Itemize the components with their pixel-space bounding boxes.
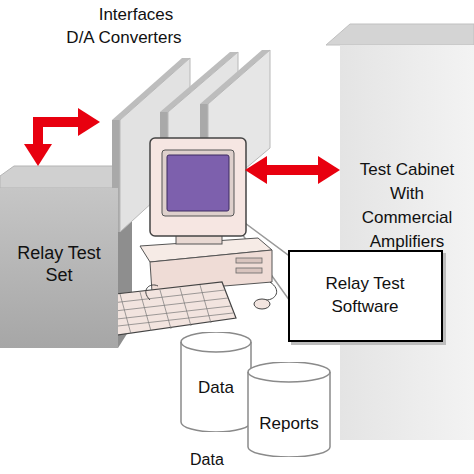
storage-label: Data (190, 451, 224, 469)
node-text: Interfaces D/A Converters (62, 3, 186, 49)
node-text: Data (180, 378, 252, 398)
node-text: Test Cabinet With Commercial Amplifiers (347, 158, 467, 254)
node-text: Relay Test Software (305, 272, 425, 318)
data-flow-arrow (267, 165, 318, 175)
node-text: Relay Test Set (9, 242, 109, 286)
cabinet-top-face (326, 24, 474, 45)
database-cylinder: Data (180, 332, 252, 432)
relay-test-set-box: Relay Test Set (0, 188, 118, 348)
node-text: Reports (247, 414, 331, 434)
data-flow-arrow (38, 122, 78, 144)
software-callout-box: Relay Test Software (288, 250, 443, 342)
computer-illustration (98, 138, 277, 336)
cylinder-outline (247, 362, 331, 457)
interface-cards-node: Interfaces D/A Converters (100, 0, 245, 232)
database-cylinder: Reports (247, 362, 331, 457)
test-cabinet-box: Test Cabinet With Commercial Amplifiers (340, 45, 474, 440)
